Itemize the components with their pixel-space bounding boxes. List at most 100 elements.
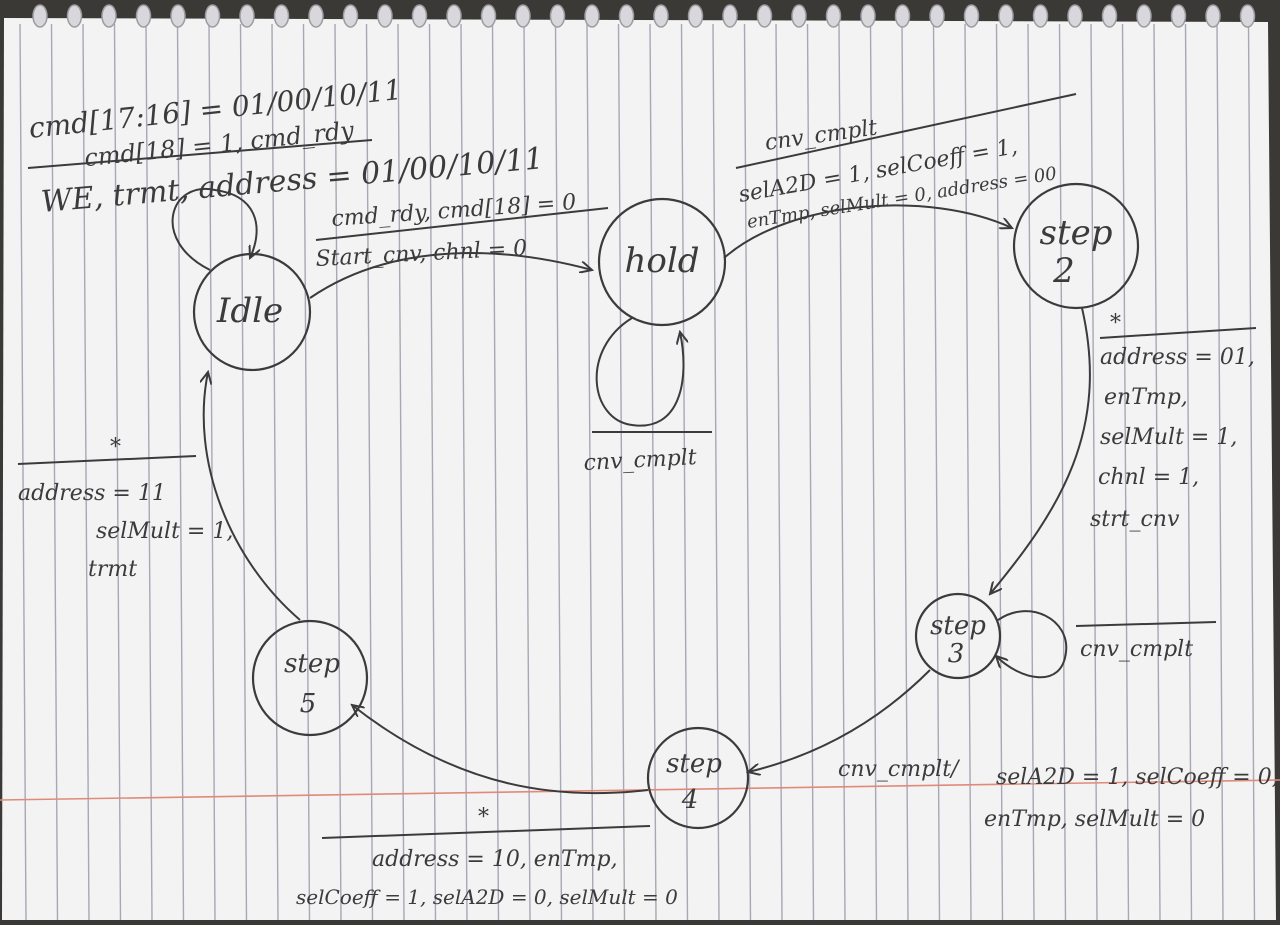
rule-line — [995, 23, 1004, 921]
state-step3: step 3 — [914, 592, 1002, 680]
rule-line — [1247, 23, 1256, 921]
step5-idle-marker: * — [110, 435, 121, 460]
spiral-ring — [722, 4, 738, 28]
rule-line — [1027, 23, 1035, 921]
spiral-ring — [756, 4, 773, 28]
state-step4-label: step — [666, 749, 722, 779]
rule-line — [1121, 23, 1130, 921]
state-step2-label: step — [1040, 213, 1113, 253]
spiral-ring — [549, 4, 566, 28]
spiral-ring — [998, 4, 1014, 28]
step3-step4-action2: enTmp, selMult = 0 — [984, 807, 1205, 832]
step3-self-divider — [1075, 621, 1217, 627]
rule-line — [964, 23, 972, 921]
spiral-ring — [446, 4, 462, 28]
rule-line — [334, 23, 342, 921]
edge-step5-to-idle — [204, 372, 301, 621]
spiral-ring — [1205, 4, 1221, 28]
step2-step3-divider — [1099, 327, 1257, 339]
rule-line — [145, 23, 153, 921]
rule-lines — [19, 23, 1256, 921]
step2-step3-line4: chnl = 1, — [1098, 465, 1199, 490]
edge-idle-to-hold — [309, 252, 592, 299]
spiral-ring — [204, 4, 221, 28]
spiral-ring — [653, 4, 669, 28]
step5-idle-line2: selMult = 1, — [96, 519, 233, 544]
spiral-ring — [1067, 4, 1083, 28]
rule-line — [365, 23, 374, 921]
step5-idle-line3: trmt — [88, 557, 137, 582]
step4-step5-line2: selCoeff = 1, selA2D = 0, selMult = 0 — [296, 885, 678, 909]
step4-step5-line1: address = 10, enTmp, — [372, 847, 618, 872]
spiral-ring — [239, 4, 255, 28]
step5-idle-line1: address = 11 — [18, 481, 166, 506]
spiral-ring — [1239, 4, 1256, 28]
spiral-ring — [1136, 4, 1152, 28]
step3-step4-condition: cnv_cmplt/ — [838, 757, 961, 782]
state-hold-label: hold — [624, 241, 699, 281]
rule-line — [554, 23, 563, 921]
step3-step4-action1: selA2D = 1, selCoeff = 0, — [996, 765, 1279, 790]
rule-line — [649, 23, 657, 921]
spiral-ring — [480, 4, 497, 28]
state-step2: step 2 — [1012, 182, 1140, 310]
spiral-ring — [860, 4, 876, 28]
spiral-ring — [791, 4, 807, 28]
spiral-ring — [32, 4, 48, 28]
rule-line — [680, 23, 689, 921]
rule-line — [775, 23, 783, 921]
spiral-ring — [687, 4, 704, 28]
rule-line — [712, 23, 720, 921]
rule-line — [806, 23, 815, 921]
rule-line — [208, 23, 216, 921]
spiral-ring — [618, 4, 635, 28]
idle-self-loop — [171, 187, 257, 271]
spiral-ring — [101, 4, 117, 28]
rule-line — [82, 23, 90, 921]
spiral-ring — [584, 4, 600, 28]
spiral-ring — [1101, 4, 1118, 28]
notebook-page — [2, 18, 1276, 920]
step4-step5-divider — [321, 825, 651, 839]
spiral-ring — [894, 4, 911, 28]
spiral-ring — [411, 4, 428, 28]
state-step4-number: 4 — [681, 785, 699, 815]
spiral-ring — [342, 4, 359, 28]
spiral-ring — [515, 4, 531, 28]
rule-line — [523, 23, 531, 921]
spiral-ring — [377, 4, 393, 28]
edge-hold-to-step2 — [723, 204, 1012, 259]
rule-line — [176, 23, 185, 921]
rule-line — [397, 23, 405, 921]
step3-self-loop — [996, 610, 1068, 679]
spiral-binding — [32, 4, 1256, 28]
rule-line — [1058, 23, 1067, 921]
rule-line — [50, 23, 59, 921]
rule-line — [1184, 23, 1193, 921]
rule-line — [901, 23, 909, 921]
hold-self-loop — [595, 317, 684, 427]
step5-idle-divider — [17, 455, 197, 465]
edge-step3-to-step4 — [748, 669, 931, 772]
spiral-ring — [825, 4, 842, 28]
rule-line — [838, 23, 846, 921]
spiral-ring — [308, 4, 324, 28]
step2-step3-marker: * — [1110, 311, 1121, 336]
step2-step3-line3: selMult = 1, — [1100, 425, 1237, 450]
state-step4: step 4 — [646, 726, 750, 830]
edge-step2-to-step3 — [990, 307, 1091, 594]
spiral-ring — [963, 4, 980, 28]
rule-line — [617, 23, 626, 921]
spiral-ring — [929, 4, 945, 28]
step2-step3-line5: strt_cnv — [1090, 507, 1180, 532]
hold-step2-divider — [735, 93, 1077, 169]
rule-line — [239, 23, 248, 921]
state-step2-number: 2 — [1052, 251, 1075, 291]
state-step5-number: 5 — [300, 689, 317, 719]
spiral-ring — [66, 4, 83, 28]
spiral-ring — [1170, 4, 1187, 28]
state-hold: hold — [597, 197, 727, 327]
rule-line — [271, 23, 279, 921]
rule-line — [932, 23, 941, 921]
